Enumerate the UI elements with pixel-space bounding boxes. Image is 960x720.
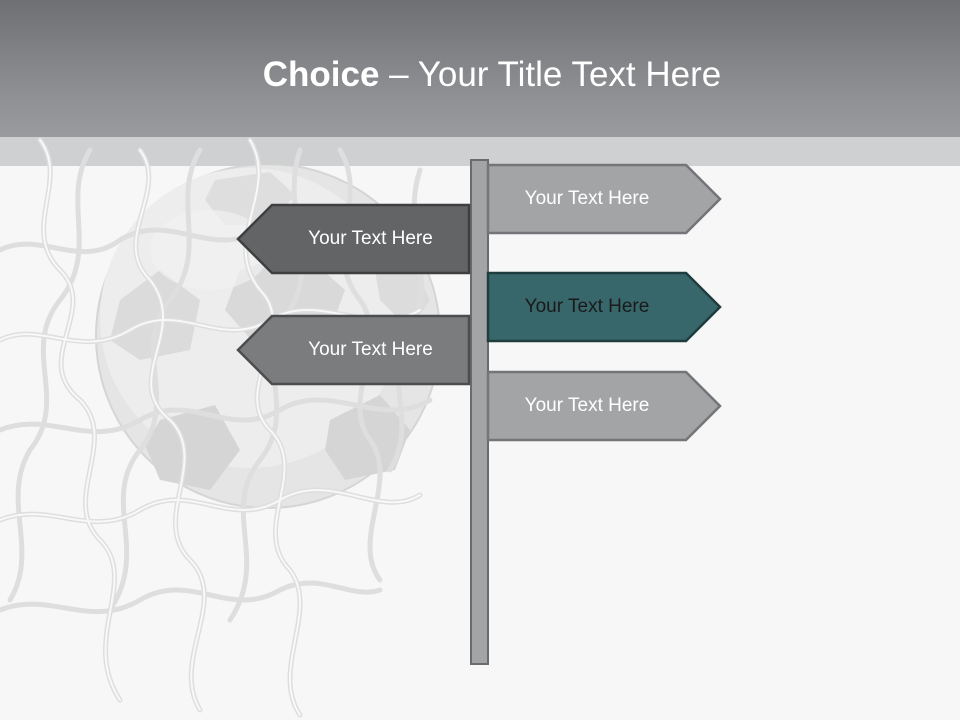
slide-title-rest: – Your Title Text Here <box>379 55 722 94</box>
title-bar <box>0 0 960 137</box>
arrow-sign-right-1[interactable] <box>486 163 722 235</box>
arrow-sign-left-1-label: Your Text Here <box>308 228 433 249</box>
arrow-sign-right-3-label: Your Text Here <box>524 395 650 416</box>
arrow-sign-right-3[interactable] <box>486 370 722 442</box>
arrow-sign-right-1-label: Your Text Here <box>524 188 650 209</box>
signpost-pole <box>470 159 489 665</box>
arrow-sign-right-2[interactable] <box>486 271 722 343</box>
slide-title: Choice – Your Title Text Here <box>0 52 960 98</box>
arrow-sign-left-1[interactable] <box>236 203 471 275</box>
arrow-sign-right-2-label: Your Text Here <box>524 296 650 317</box>
arrow-sign-left-2-label: Your Text Here <box>308 339 433 360</box>
arrow-sign-left-2[interactable] <box>236 314 471 386</box>
slide-title-bold: Choice <box>262 55 380 94</box>
